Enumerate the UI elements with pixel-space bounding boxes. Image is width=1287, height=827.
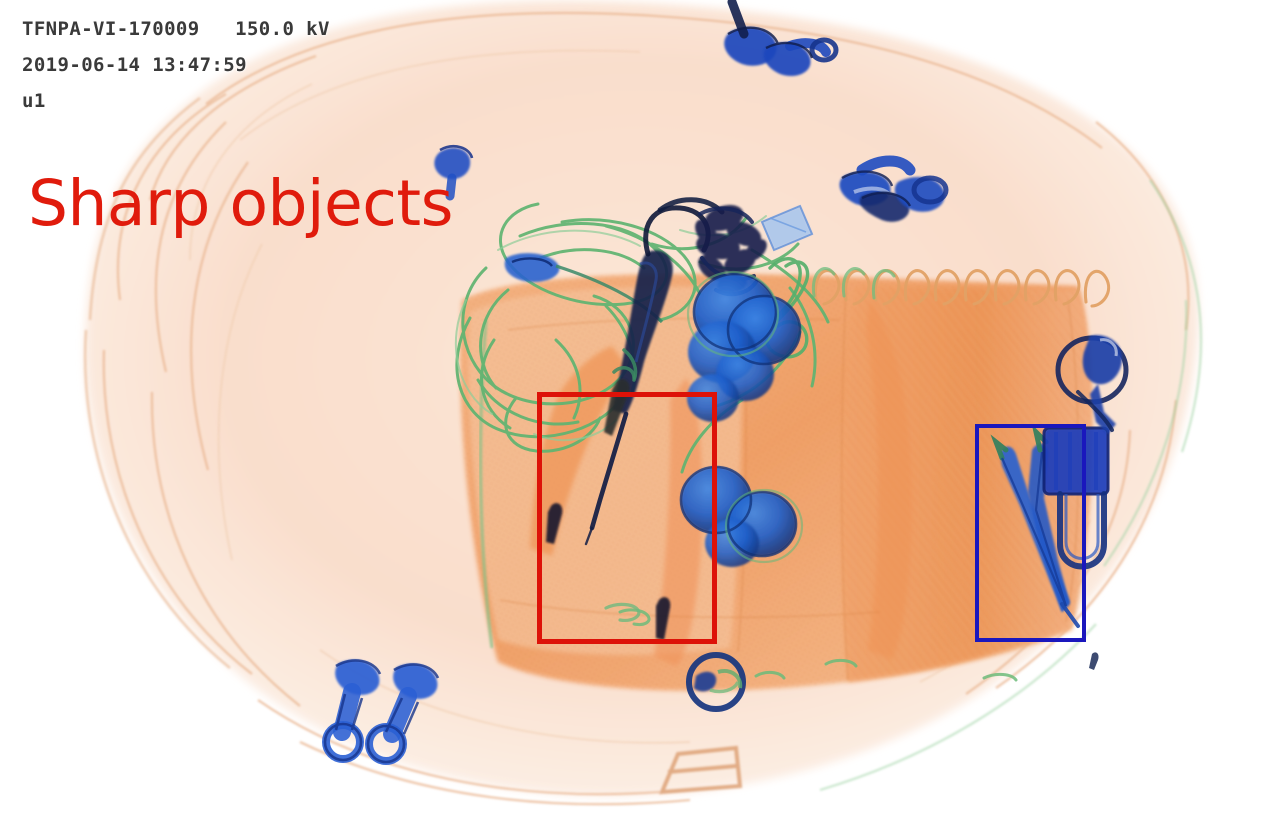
small-metal-fragment (434, 145, 474, 201)
threat-category-label: Sharp objects (28, 167, 453, 240)
tweezers (990, 424, 1080, 628)
scanner-id-and-voltage: TFNPA-VI-170009 150.0 kV (22, 18, 330, 40)
spiral-notebook (459, 273, 1093, 691)
red-detection-box (537, 392, 717, 644)
blue-discs-cluster (679, 270, 804, 567)
dark-metal-tool (584, 197, 725, 546)
scan-view-label: u1 (22, 90, 46, 112)
small-dark-fleck (1089, 652, 1099, 670)
scan-timestamp: 2019-06-14 13:47:59 (22, 54, 247, 76)
strap-buckle (658, 745, 743, 795)
zipper-pulls-right (839, 155, 949, 222)
notebook-wire-binding (813, 269, 1111, 308)
metal-ring-buckle (686, 652, 746, 712)
blue-detection-box (975, 424, 1086, 642)
zipper-pulls-bottom-left (322, 659, 440, 765)
zipper-pulls-top (724, 0, 839, 77)
key-object (1055, 335, 1129, 434)
